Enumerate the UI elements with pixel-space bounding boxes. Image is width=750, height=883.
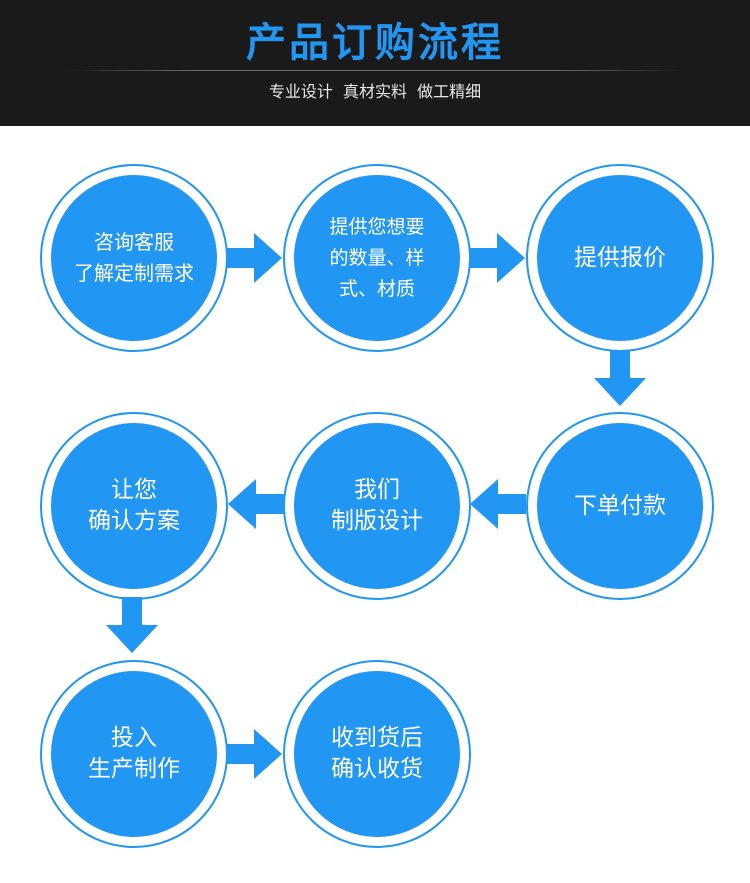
step-7-line-2: 生产制作 (88, 756, 180, 782)
step-5-line-1: 我们 (354, 477, 400, 503)
arrow-left-icon (228, 479, 284, 529)
step-6-line-2: 确认方案 (88, 508, 180, 534)
step-8-receive: 收到货后 确认收货 (283, 660, 471, 848)
step-2-line-3: 式、材质 (338, 277, 415, 300)
step-1-consult: 咨询客服 了解定制需求 (40, 164, 228, 352)
arrow-right-icon (469, 233, 525, 283)
step-3-quote: 提供报价 (526, 164, 714, 352)
arrow-down-icon (106, 597, 158, 653)
step-2-requirements: 提供您想要 的数量、样 式、材质 (283, 164, 471, 352)
step-4-payment: 下单付款 (526, 412, 714, 600)
header-divider (65, 70, 685, 71)
step-7-line-1: 投入 (111, 725, 157, 751)
arrow-right-icon (226, 729, 282, 779)
step-3-line-1: 提供报价 (574, 244, 666, 271)
step-2-line-1: 提供您想要 (329, 215, 425, 238)
step-8-line-2: 确认收货 (331, 756, 423, 782)
step-7-production: 投入 生产制作 (40, 660, 228, 848)
step-1-line-2: 了解定制需求 (74, 261, 194, 285)
arrow-down-icon (594, 350, 646, 406)
step-5-design: 我们 制版设计 (283, 412, 471, 600)
step-6-line-1: 让您 (111, 477, 157, 503)
step-8-line-1: 收到货后 (331, 725, 423, 751)
header-banner: 产品订购流程 专业设计 真材实料 做工精细 (0, 0, 750, 126)
step-6-confirm-plan: 让您 确认方案 (40, 412, 228, 600)
arrow-right-icon (226, 233, 282, 283)
step-1-line-1: 咨询客服 (94, 230, 174, 254)
step-4-line-1: 下单付款 (574, 492, 666, 519)
step-5-line-2: 制版设计 (331, 508, 423, 534)
step-2-line-2: 的数量、样 (329, 246, 425, 269)
page-title: 产品订购流程 (246, 20, 504, 66)
page-subtitle: 专业设计 真材实料 做工精细 (268, 82, 482, 101)
arrow-left-icon (470, 479, 526, 529)
